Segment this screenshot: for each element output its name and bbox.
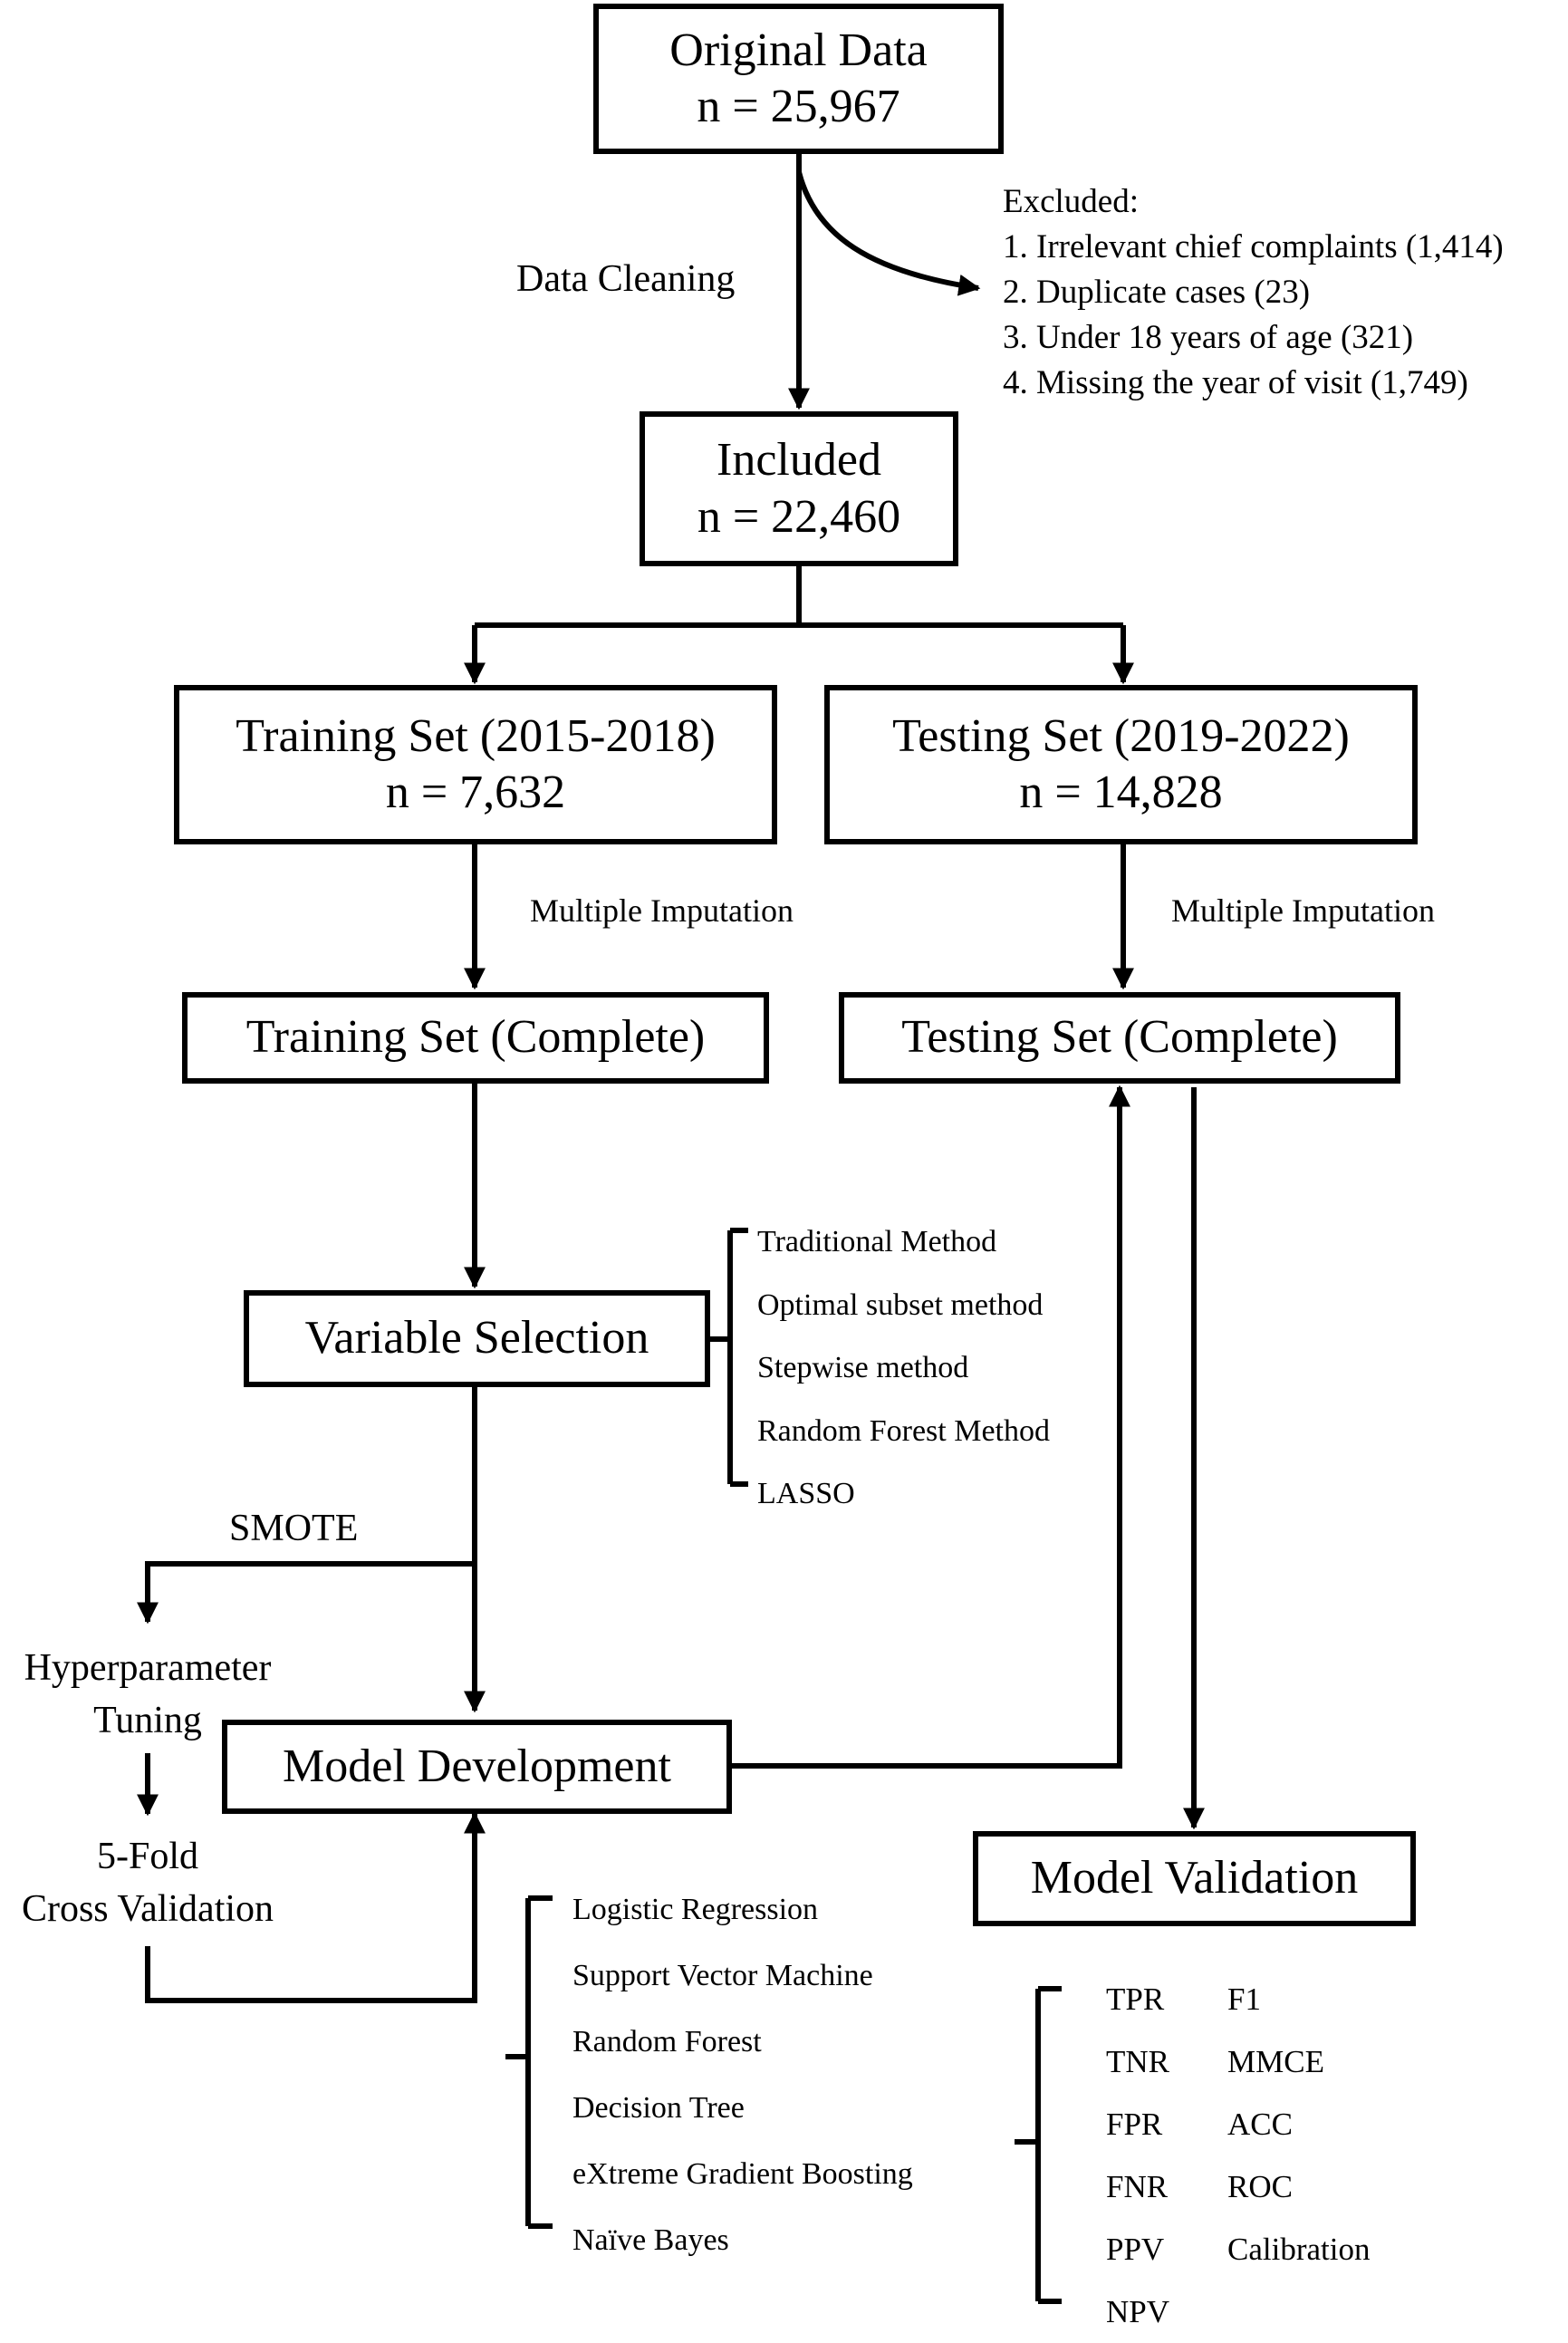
selection-method: LASSO (757, 1477, 855, 1510)
smote-label: SMOTE (229, 1508, 359, 1549)
metric-item: MMCE (1227, 2044, 1324, 2079)
model-development-title: Model Development (283, 1740, 671, 1792)
model-development-box: Model Development (222, 1720, 732, 1814)
selection-method: Stepwise method (757, 1351, 969, 1384)
selection-method: Optimal subset method (757, 1287, 1044, 1322)
models-list: Logistic Regression Support Vector Machi… (572, 1876, 913, 2273)
training-complete-title: Training Set (Complete) (245, 1011, 706, 1064)
selection-methods-list: Traditional Method Optimal subset method… (757, 1210, 1050, 1526)
included-box: Included n = 22,460 (640, 411, 958, 566)
cross-validation-label: 5-Fold Cross Validation (22, 1830, 274, 1935)
metrics-bracket (1015, 1986, 1062, 2304)
selection-method: Random Forest Method (757, 1413, 1050, 1448)
metrics-left-list: TPR TNR FPR FNR PPV NPV (1106, 1968, 1169, 2343)
included-count: n = 22,460 (697, 490, 901, 543)
arrow-cv-to-model (145, 1811, 486, 2003)
arrow-excluded (796, 171, 981, 296)
tuning-line: Tuning (93, 1700, 202, 1741)
hyperparameter-tuning-label: Hyperparameter Tuning (24, 1642, 272, 1747)
training-set-count: n = 7,632 (385, 767, 566, 818)
excluded-item: 2. Duplicate cases (23) (1003, 274, 1311, 311)
testing-complete-title: Testing Set (Complete) (901, 1011, 1338, 1064)
testing-set-title: Testing Set (2019-2022) (892, 709, 1350, 762)
training-set-title: Training Set (2015-2018) (236, 709, 716, 762)
model-item: Decision Tree (572, 2091, 745, 2125)
metric-item: ACC (1227, 2107, 1293, 2142)
model-validation-box: Model Validation (973, 1831, 1416, 1926)
testing-imputation-label: Multiple Imputation (1171, 892, 1435, 929)
excluded-item: 4. Missing the year of visit (1,749) (1003, 364, 1468, 401)
model-item: Naïve Bayes (572, 2223, 729, 2257)
cross-validation-line: Cross Validation (21, 1888, 274, 1930)
metric-item: FNR (1106, 2169, 1169, 2204)
training-imputation-label: Multiple Imputation (530, 892, 794, 929)
model-item: Support Vector Machine (572, 1959, 873, 1992)
connector-included-split (475, 566, 1123, 628)
metric-item: F1 (1227, 1981, 1261, 2017)
variable-selection-title: Variable Selection (304, 1312, 649, 1364)
metric-item: TPR (1106, 1981, 1165, 2017)
testing-set-count: n = 14,828 (1019, 767, 1223, 818)
metric-item: ROC (1227, 2169, 1293, 2204)
data-cleaning-label: Data Cleaning (516, 258, 736, 300)
selection-bracket (710, 1228, 748, 1487)
selection-method: Traditional Method (757, 1225, 997, 1258)
metric-item: NPV (1106, 2294, 1170, 2329)
hyperparameter-line: Hyperparameter (24, 1647, 272, 1689)
testing-complete-box: Testing Set (Complete) (839, 992, 1400, 1084)
excluded-item: 1. Irrelevant chief complaints (1,414) (1003, 228, 1504, 265)
original-data-box: Original Data n = 25,967 (593, 4, 1004, 154)
metric-item: Calibration (1227, 2232, 1371, 2267)
excluded-heading: Excluded: (1003, 183, 1140, 220)
training-complete-box: Training Set (Complete) (182, 992, 769, 1084)
arrow-smote (137, 1561, 475, 1625)
metric-item: TNR (1106, 2044, 1169, 2079)
model-validation-title: Model Validation (1030, 1852, 1359, 1904)
model-item: eXtreme Gradient Boosting (572, 2157, 913, 2191)
metric-item: PPV (1106, 2232, 1165, 2267)
arrow-model-to-testing (732, 1085, 1130, 1769)
excluded-list: Excluded: 1. Irrelevant chief complaints… (1003, 179, 1504, 406)
five-fold-line: 5-Fold (96, 1836, 199, 1877)
original-data-title: Original Data (669, 24, 928, 76)
training-set-box: Training Set (2015-2018) n = 7,632 (174, 685, 777, 844)
models-bracket (505, 1895, 553, 2229)
model-item: Logistic Regression (572, 1893, 819, 1926)
original-data-count: n = 25,967 (697, 81, 900, 132)
variable-selection-box: Variable Selection (244, 1290, 710, 1387)
testing-set-box: Testing Set (2019-2022) n = 14,828 (824, 685, 1418, 844)
excluded-item: 3. Under 18 years of age (321) (1003, 319, 1414, 356)
included-title: Included (717, 434, 881, 487)
metric-item: FPR (1106, 2107, 1163, 2142)
metrics-right-list: F1 MMCE ACC ROC Calibration (1227, 1968, 1370, 2280)
model-item: Random Forest (572, 2025, 762, 2059)
